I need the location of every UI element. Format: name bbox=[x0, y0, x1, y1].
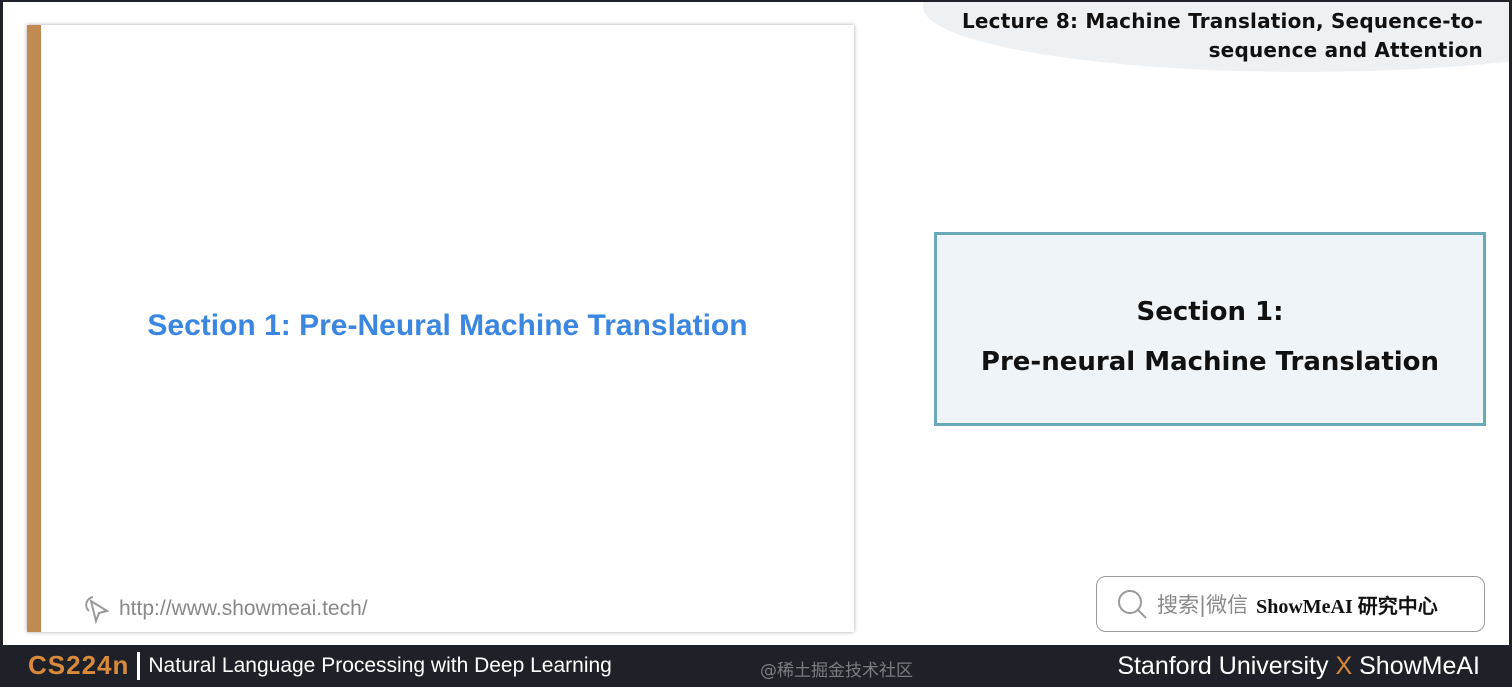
search-brand: ShowMeAI 研究中心 bbox=[1256, 595, 1438, 618]
lecture-title-line2: sequence and Attention bbox=[1208, 38, 1483, 62]
course-title: Natural Language Processing with Deep Le… bbox=[148, 653, 612, 677]
website-link[interactable]: http://www.showmeai.tech/ bbox=[79, 593, 368, 625]
cursor-click-icon bbox=[85, 596, 110, 625]
footer-course: CS224n Natural Language Processing with … bbox=[28, 650, 612, 681]
slide-title: Section 1: Pre-Neural Machine Translatio… bbox=[147, 309, 748, 342]
search-icon bbox=[1118, 590, 1147, 619]
section-box: Section 1: Pre-neural Machine Translatio… bbox=[934, 232, 1486, 426]
section-number: Section 1: bbox=[1136, 297, 1284, 327]
section-name: Pre-neural Machine Translation bbox=[980, 347, 1440, 377]
footer-brand: Stanford University X ShowMeAI bbox=[1117, 652, 1480, 681]
search-box[interactable]: 搜索|微信 ShowMeAI 研究中心 bbox=[1096, 576, 1485, 632]
watermark: @稀土掘金技术社区 bbox=[760, 661, 913, 681]
search-prefix: 搜索|微信 bbox=[1157, 593, 1249, 617]
university-name: Stanford University bbox=[1117, 652, 1329, 680]
divider bbox=[137, 651, 141, 680]
website-url[interactable]: http://www.showmeai.tech/ bbox=[119, 597, 368, 620]
course-code: CS224n bbox=[28, 650, 130, 680]
page: Lecture 8: Machine Translation, Sequence… bbox=[3, 2, 1509, 645]
slide-accent-bar bbox=[27, 25, 41, 632]
x-separator: X bbox=[1335, 652, 1353, 680]
brand-name: ShowMeAI bbox=[1359, 652, 1480, 680]
slide-thumbnail: Section 1: Pre-Neural Machine Translatio… bbox=[27, 25, 854, 632]
lecture-title: Lecture 8: Machine Translation, Sequence… bbox=[962, 7, 1483, 65]
lecture-title-line1: Lecture 8: Machine Translation, Sequence… bbox=[961, 9, 1483, 33]
